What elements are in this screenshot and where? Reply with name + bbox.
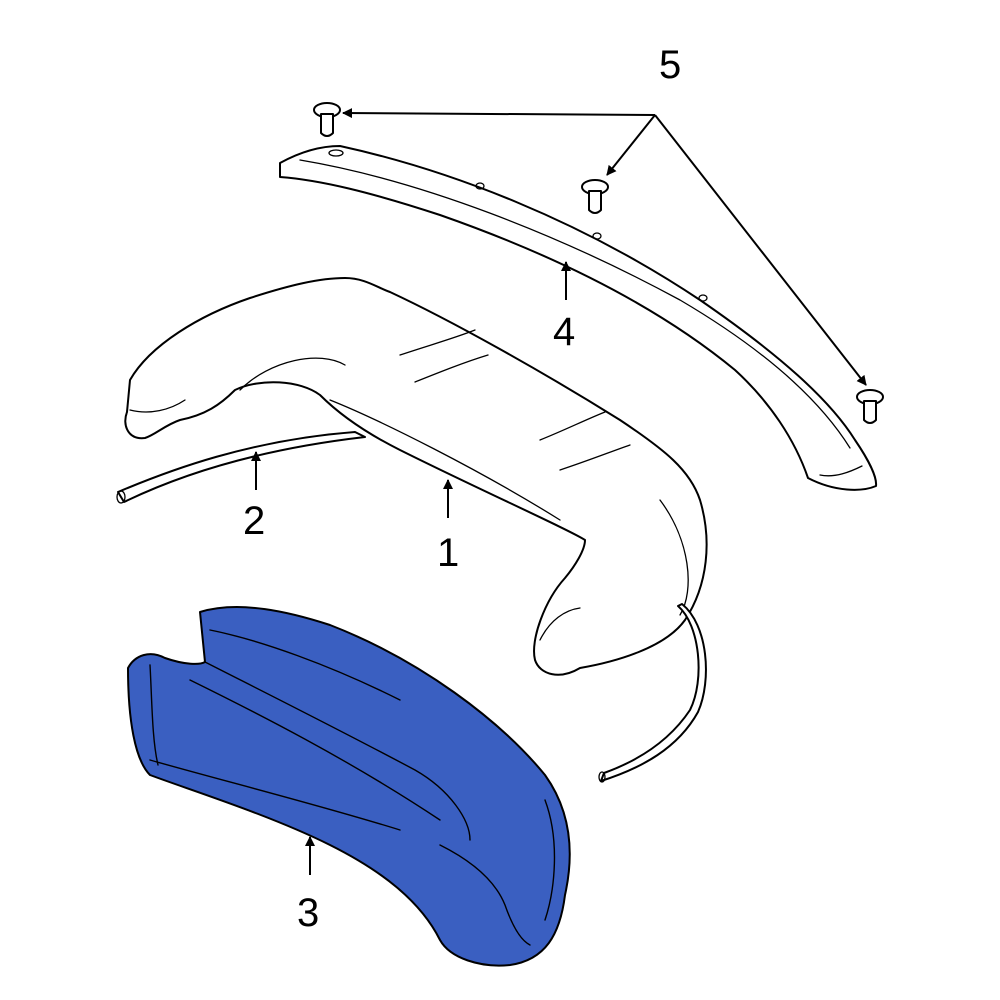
part-4-rail[interactable]: [279, 145, 878, 491]
part-2-weatherstrip[interactable]: [116, 431, 366, 504]
callout-part-2: 2: [243, 499, 265, 543]
leader-part-5-c: [654, 114, 867, 386]
leader-part-5-b: [606, 114, 656, 176]
callout-part-1: 1: [437, 531, 459, 575]
part-3-boot-cover[interactable]: [127, 606, 571, 967]
leader-lines: [251, 108, 867, 875]
part-5-fastener[interactable]: [581, 179, 609, 214]
part-5-fastener[interactable]: [313, 102, 341, 137]
leader-part-5-a: [342, 108, 656, 119]
callout-part-5: 5: [659, 43, 681, 87]
part-5-fastener[interactable]: [856, 389, 884, 424]
callout-part-4: 4: [553, 310, 575, 354]
part-3-fill: [127, 606, 571, 967]
callout-part-3: 3: [297, 891, 319, 935]
weatherstrip-right[interactable]: [598, 603, 707, 783]
